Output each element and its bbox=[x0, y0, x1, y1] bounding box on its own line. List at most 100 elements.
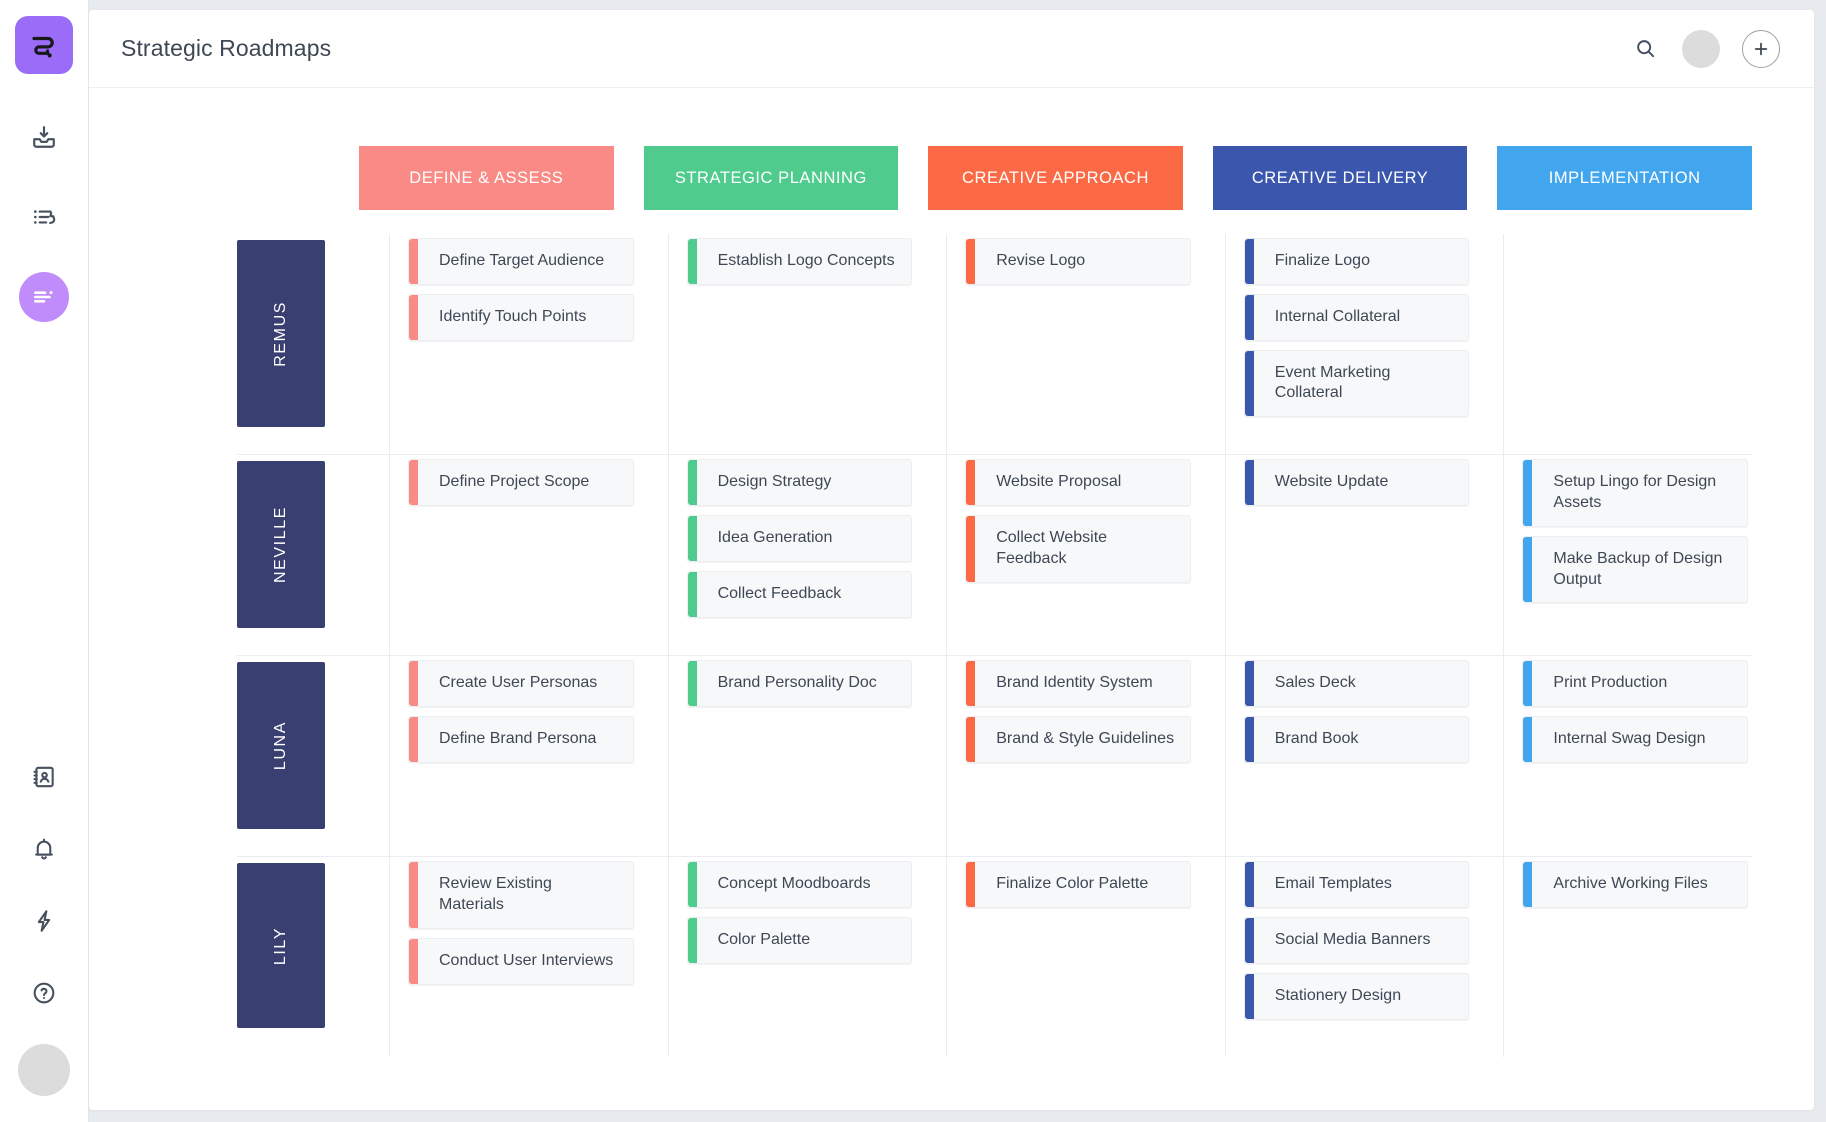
task-card[interactable]: Internal Swag Design bbox=[1522, 715, 1748, 763]
sidebar-avatar[interactable] bbox=[18, 1044, 70, 1096]
task-card[interactable]: Website Proposal bbox=[965, 459, 1191, 506]
app-logo[interactable] bbox=[15, 16, 73, 74]
task-card[interactable]: Finalize Color Palette bbox=[965, 861, 1191, 908]
sidebar-item-roadmaps[interactable] bbox=[19, 272, 69, 322]
page-title: Strategic Roadmaps bbox=[121, 35, 332, 61]
task-card[interactable]: Collect Feedback bbox=[686, 570, 913, 618]
task-card[interactable]: Event Marketing Collateral bbox=[1243, 349, 1470, 418]
task-card[interactable]: Brand Identity System bbox=[965, 660, 1191, 707]
task-card[interactable]: Brand Book bbox=[1243, 715, 1470, 763]
search-button[interactable] bbox=[1630, 34, 1660, 64]
task-card[interactable]: Sales Deck bbox=[1243, 660, 1470, 707]
task-card[interactable]: Collect Website Feedback bbox=[965, 514, 1191, 583]
task-card[interactable]: Define Project Scope bbox=[408, 459, 634, 506]
main-area: Strategic Roadmaps bbox=[89, 0, 1826, 1122]
bell-icon bbox=[35, 838, 53, 860]
task-card[interactable]: Review Existing Materials bbox=[408, 861, 634, 929]
header-actions bbox=[1630, 29, 1780, 68]
add-button[interactable] bbox=[1742, 29, 1780, 68]
left-sidebar bbox=[0, 0, 89, 1122]
task-card[interactable]: Make Backup of Design Output bbox=[1522, 535, 1748, 604]
column-header[interactable]: STRATEGIC PLANNING bbox=[643, 146, 899, 210]
task-card[interactable]: Brand Personality Doc bbox=[686, 660, 913, 707]
sidebar-item-automation[interactable] bbox=[19, 896, 69, 946]
task-card[interactable]: Create User Personas bbox=[408, 660, 634, 707]
task-card[interactable]: Design Strategy bbox=[686, 459, 913, 506]
task-card[interactable]: Revise Logo bbox=[965, 238, 1191, 285]
task-card[interactable]: Website Update bbox=[1243, 459, 1470, 506]
row-label[interactable]: NEVILLE bbox=[237, 461, 325, 629]
help-circle-icon bbox=[33, 982, 55, 1004]
task-card[interactable]: Social Media Banners bbox=[1243, 916, 1470, 964]
board-cell[interactable]: Brand Personality Doc bbox=[667, 656, 917, 857]
sidebar-item-contacts[interactable] bbox=[19, 752, 69, 802]
inbox-download-icon bbox=[33, 126, 55, 148]
task-card[interactable]: Finalize Logo bbox=[1243, 238, 1470, 285]
task-card[interactable]: Establish Logo Concepts bbox=[686, 238, 913, 285]
row-label-text: REMUS bbox=[272, 300, 289, 367]
task-card[interactable]: Conduct User Interviews bbox=[408, 937, 634, 985]
roadmap-lines-icon bbox=[34, 291, 53, 303]
task-card[interactable]: Print Production bbox=[1522, 660, 1748, 707]
board-scroll-area[interactable]: DEFINE & ASSESS STRATEGIC PLANNING CREATIV… bbox=[89, 88, 1814, 1110]
board-cell[interactable]: Finalize Color Palette bbox=[946, 857, 1195, 1057]
column-header[interactable]: CREATIVE DELIVERY bbox=[1212, 146, 1468, 210]
page-header: Strategic Roadmaps bbox=[89, 10, 1814, 88]
task-card[interactable]: Archive Working Files bbox=[1522, 861, 1748, 908]
board-cell[interactable]: Website Update bbox=[1224, 455, 1474, 656]
board-cell[interactable]: Define Project Scope bbox=[389, 455, 638, 656]
row-label-cell: LUNA bbox=[237, 656, 359, 856]
column-header[interactable]: IMPLEMENTATION bbox=[1497, 146, 1752, 210]
board-cell[interactable]: Establish Logo Concepts bbox=[667, 234, 917, 455]
roadmap-board: DEFINE & ASSESS STRATEGIC PLANNING CREATIV… bbox=[89, 88, 1814, 1057]
row-label-text: LILY bbox=[272, 926, 289, 965]
board-cell[interactable] bbox=[1503, 234, 1752, 455]
task-card[interactable]: Define Brand Persona bbox=[408, 715, 634, 763]
task-card[interactable]: Define Target Audience bbox=[408, 238, 634, 285]
row-label-cell: REMUS bbox=[237, 234, 359, 454]
column-header[interactable]: CREATIVE APPROACH bbox=[928, 146, 1183, 210]
board-cell[interactable]: Revise Logo bbox=[946, 234, 1195, 455]
task-card[interactable]: Concept Moodboards bbox=[686, 861, 913, 908]
row-label[interactable]: LILY bbox=[237, 863, 325, 1029]
list-reply-icon bbox=[34, 210, 56, 225]
sidebar-item-tasks[interactable] bbox=[19, 192, 69, 242]
task-card[interactable]: Idea Generation bbox=[686, 514, 913, 562]
sidebar-item-help[interactable] bbox=[19, 968, 69, 1018]
task-card[interactable]: Setup Lingo for Design Assets bbox=[1522, 459, 1748, 527]
task-card[interactable]: Stationery Design bbox=[1243, 972, 1470, 1020]
task-card[interactable]: Color Palette bbox=[686, 916, 913, 964]
app-logo-squiggle-icon bbox=[32, 36, 54, 58]
row-label-cell: NEVILLE bbox=[237, 455, 359, 655]
header-avatar[interactable] bbox=[1682, 29, 1720, 68]
task-card[interactable]: Internal Collateral bbox=[1243, 293, 1470, 341]
search-icon bbox=[1636, 40, 1654, 58]
board-cell[interactable]: Archive Working Files bbox=[1503, 857, 1752, 1057]
row-label[interactable]: REMUS bbox=[237, 240, 325, 427]
task-card[interactable]: Identify Touch Points bbox=[408, 293, 634, 341]
sidebar-item-inbox[interactable] bbox=[19, 112, 69, 162]
row-label-text: NEVILLE bbox=[272, 506, 289, 584]
task-card[interactable]: Brand & Style Guidelines bbox=[965, 715, 1191, 763]
task-card[interactable]: Email Templates bbox=[1243, 861, 1470, 908]
sidebar-item-notifications[interactable] bbox=[19, 824, 69, 874]
column-header[interactable]: DEFINE & ASSESS bbox=[359, 146, 614, 210]
board-row: NEVILLE Define Project Scope Design Strate… bbox=[237, 455, 1752, 657]
row-label[interactable]: LUNA bbox=[237, 662, 325, 830]
